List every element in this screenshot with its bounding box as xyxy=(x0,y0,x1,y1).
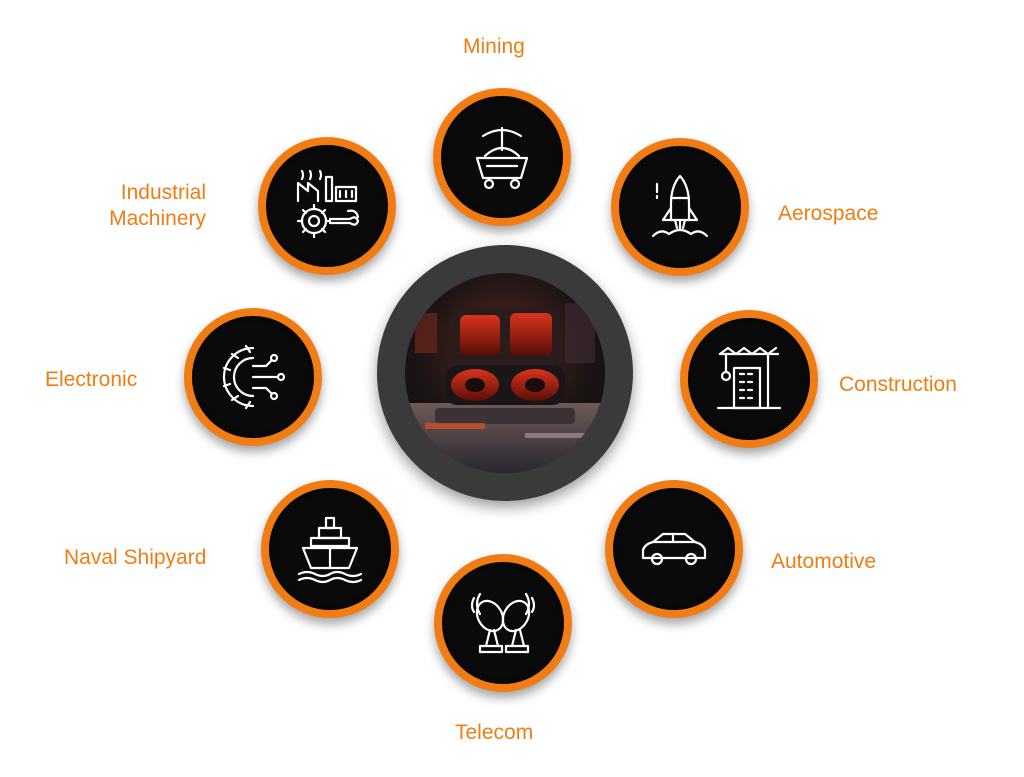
label-electronic: Electronic xyxy=(45,368,138,391)
label-industrial-machinery: Industrial Machinery xyxy=(93,180,206,232)
machine-photo xyxy=(405,273,605,473)
crane-building-icon xyxy=(716,346,782,410)
node-construction xyxy=(680,310,818,448)
label-telecom: Telecom xyxy=(455,721,534,744)
ship-icon xyxy=(297,516,363,584)
label-construction: Construction xyxy=(839,373,957,396)
machine-image xyxy=(405,273,605,473)
node-naval-shipyard xyxy=(261,480,399,618)
node-telecom xyxy=(434,554,572,692)
node-mining xyxy=(433,88,571,226)
gear-circuit-icon xyxy=(222,344,286,410)
label-automotive: Automotive xyxy=(771,550,877,573)
label-aerospace: Aerospace xyxy=(778,202,879,225)
node-aerospace xyxy=(611,138,749,276)
label-industrial-line2: Machinery xyxy=(109,207,206,230)
node-industrial-machinery xyxy=(258,137,396,275)
node-electronic xyxy=(184,308,322,446)
label-industrial-line1: Industrial xyxy=(120,181,206,204)
factory-gear-wrench-icon xyxy=(296,169,360,239)
rocket-icon xyxy=(651,174,709,238)
central-hub xyxy=(377,245,633,501)
car-icon xyxy=(641,532,707,566)
label-naval-shipyard: Naval Shipyard xyxy=(64,546,207,569)
mine-cart-pickaxe-icon xyxy=(475,126,529,190)
node-automotive xyxy=(605,480,743,618)
satellite-dish-icon xyxy=(470,592,536,654)
label-mining: Mining xyxy=(463,35,525,58)
